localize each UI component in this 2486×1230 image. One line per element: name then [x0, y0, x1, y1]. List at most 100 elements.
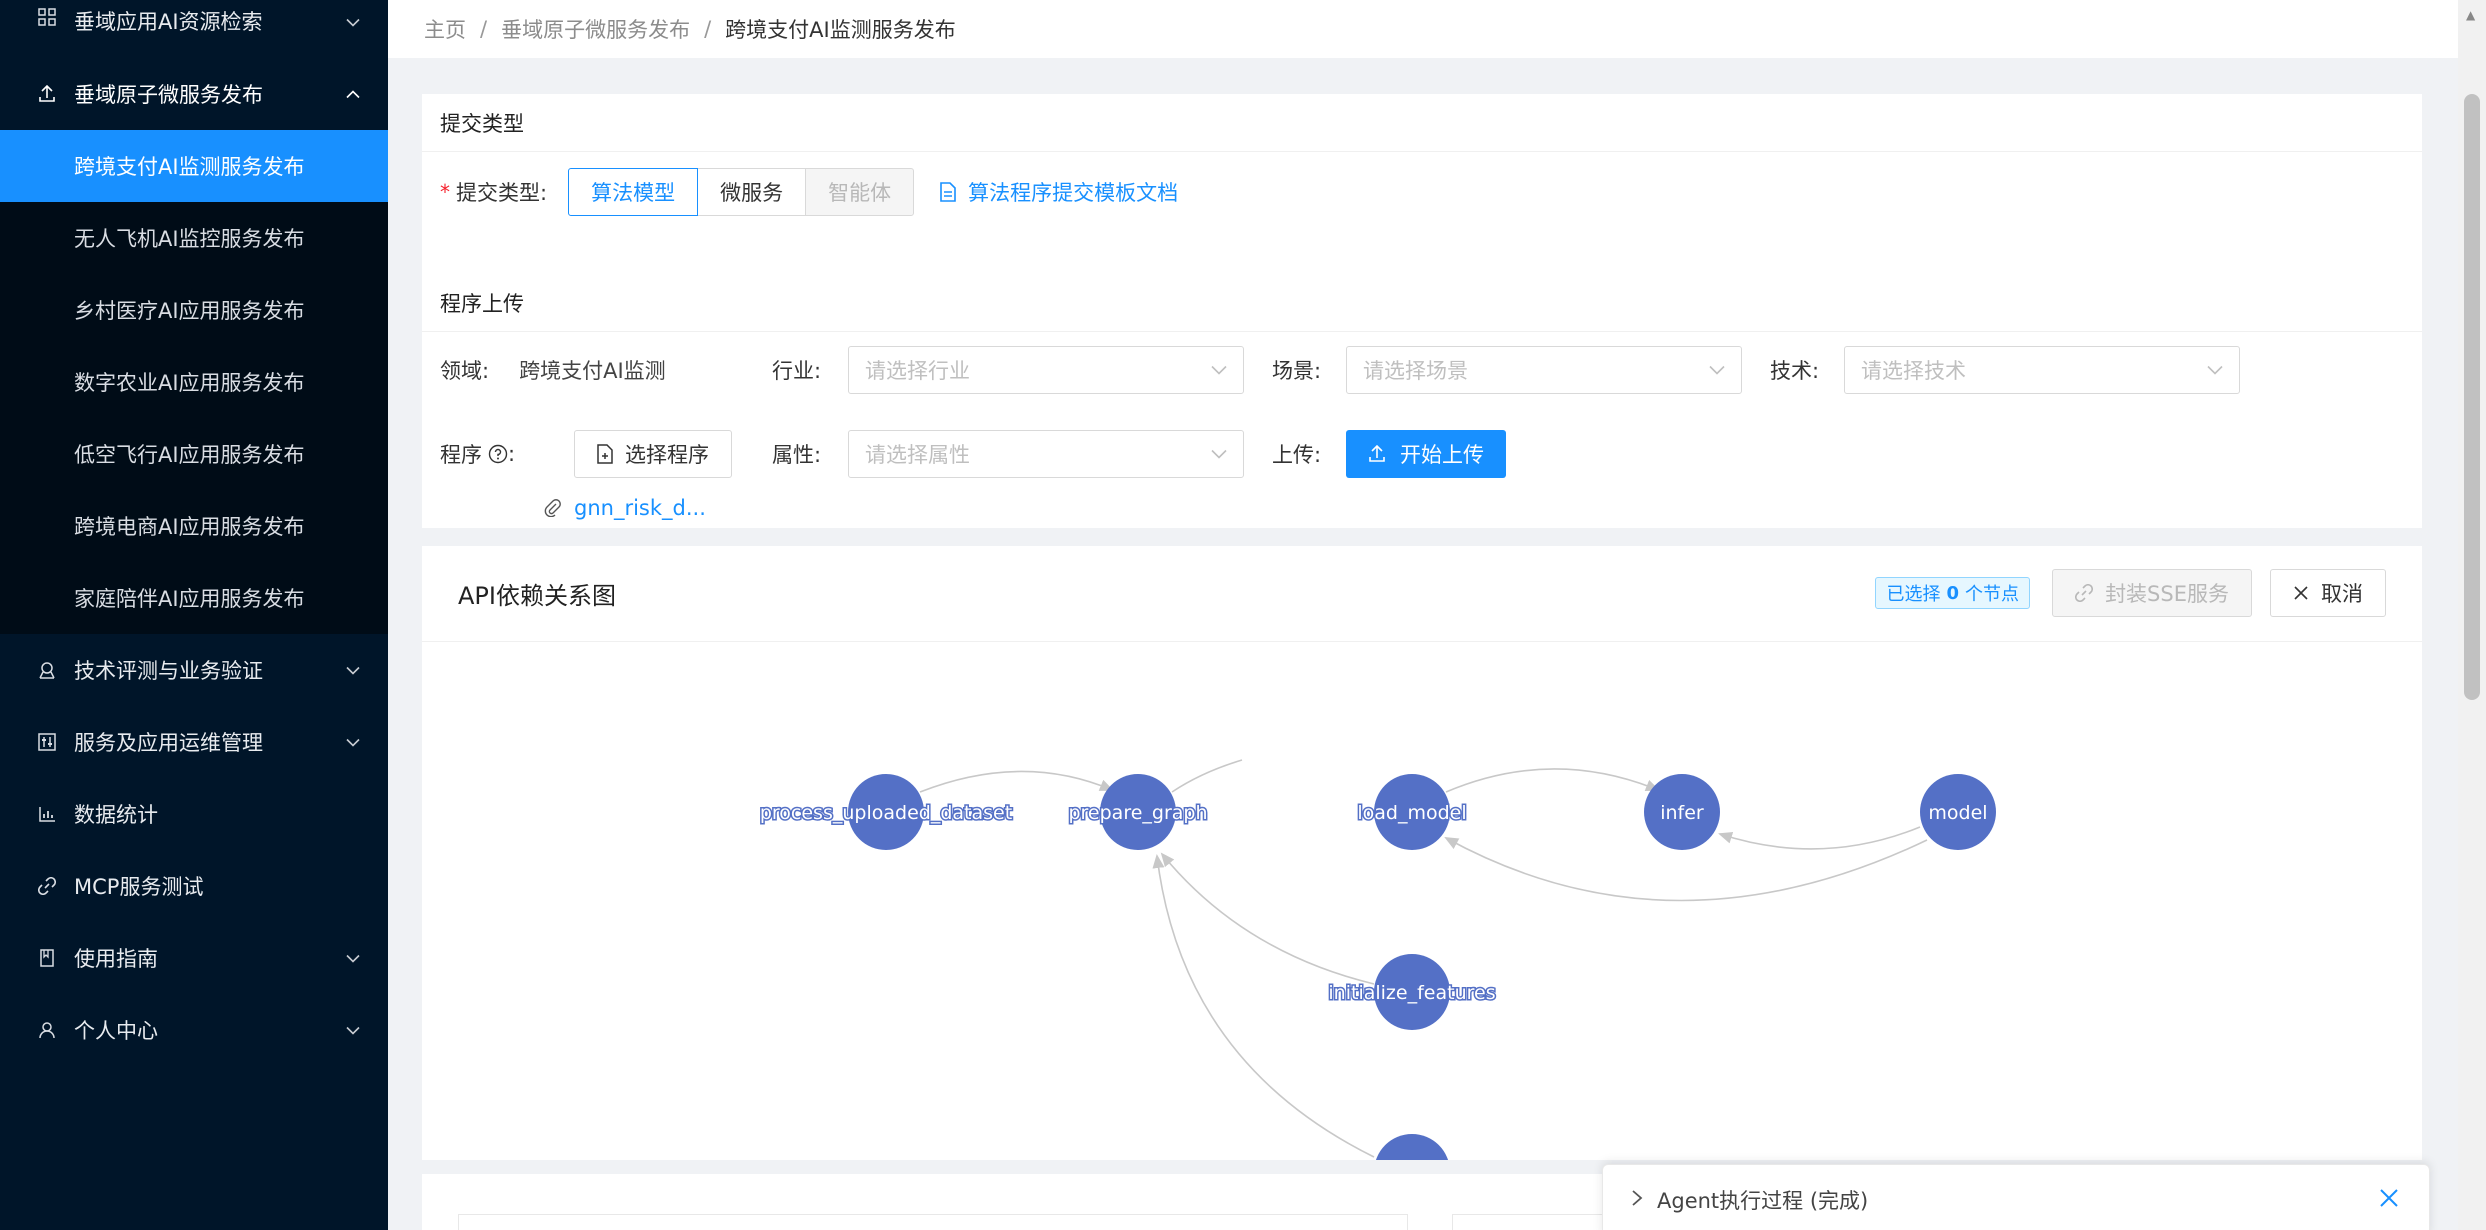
graph-node-circle[interactable] — [1374, 954, 1450, 1030]
sidebar-item-stats[interactable]: 数据统计 — [0, 778, 388, 850]
sidebar-subitem-cross-border-payment[interactable]: 跨境支付AI监测服务发布 — [0, 130, 388, 202]
agent-process-panel[interactable]: Agent执行过程 (完成) — [1602, 1164, 2430, 1230]
file-add-icon — [597, 444, 613, 464]
sidebar-item-ai-resource-search[interactable]: 垂域应用AI资源检索 — [0, 0, 388, 44]
attr-label: 属性: — [772, 443, 822, 467]
graph-node-circle[interactable] — [1374, 774, 1450, 850]
domain-value: 跨境支付AI监测 — [519, 359, 666, 383]
graph-node-process-uploaded-dataset[interactable]: process_uploaded_dataset — [758, 774, 1014, 850]
chevron-down-icon — [1709, 361, 1725, 380]
wrap-sse-label: 封装SSE服务 — [2105, 582, 2229, 606]
tech-placeholder: 请选择技术 — [1861, 359, 1966, 383]
sidebar-subitem-drone[interactable]: 无人飞机AI监控服务发布 — [74, 227, 305, 251]
breadcrumb-parent[interactable]: 垂域原子微服务发布 — [501, 18, 691, 42]
choose-program-button[interactable]: 选择程序 — [574, 430, 732, 478]
breadcrumb-home[interactable]: 主页 — [424, 18, 466, 42]
cancel-button[interactable]: 取消 — [2270, 569, 2386, 617]
graph-node-edge-initialize-features[interactable]: edge_initialize_features — [1300, 1134, 1524, 1160]
edge-edgeinit-to-prepare — [1152, 854, 1375, 1158]
sidebar-item-label: 数据统计 — [74, 803, 158, 827]
sidebar-subitem-low-altitude[interactable]: 低空飞行AI应用服务发布 — [74, 443, 305, 467]
sidebar-item-label: 服务及应用运维管理 — [74, 731, 263, 755]
scroll-up-arrow-icon[interactable]: ▲ — [2466, 8, 2476, 22]
graph-node-label: infer — [1660, 802, 1704, 824]
submit-type-algorithm-model[interactable]: 算法模型 — [568, 168, 699, 216]
upload-section: 程序上传 领域: 跨境支付AI监测 行业: 请选择行业 场景: 请选择场景 技术… — [422, 274, 2422, 520]
tech-select[interactable]: 请选择技术 — [1844, 346, 2240, 394]
sidebar-subitem-rural-medical[interactable]: 乡村医疗AI应用服务发布 — [74, 299, 305, 323]
sidebar-item-mcp-test[interactable]: MCP服务测试 — [0, 850, 388, 922]
close-icon[interactable] — [2379, 1185, 2399, 1215]
template-doc-link[interactable]: 算法程序提交模板文档 — [940, 177, 1178, 207]
graph-node-label: model — [1928, 802, 1987, 824]
chevron-down-icon — [346, 733, 360, 752]
start-upload-button[interactable]: 开始上传 — [1346, 430, 1506, 478]
graph-node-circle[interactable] — [848, 774, 924, 850]
sidebar-item-ops[interactable]: 服务及应用运维管理 — [0, 706, 388, 778]
api-dependency-graph[interactable]: process_uploaded_dataset prepare_graph loa… — [422, 642, 2422, 1160]
graph-node-model[interactable]: model — [1920, 774, 1996, 850]
close-icon — [2293, 585, 2309, 601]
link-icon — [2075, 584, 2094, 602]
breadcrumb-separator: / — [480, 17, 488, 41]
graph-node-circle[interactable] — [1644, 774, 1720, 850]
submit-type-row: * 提交类型: 算法模型 微服务 智能体 算法程序提交模板文档 — [440, 168, 1178, 216]
attr-select[interactable]: 请选择属性 — [848, 430, 1244, 478]
edge-stub-prepare-out — [1171, 759, 1243, 793]
submit-type-agent: 智能体 — [805, 168, 915, 216]
chevron-down-icon — [346, 661, 360, 680]
sidebar-item-atomic-service-publish[interactable]: 垂域原子微服务发布 — [0, 58, 388, 130]
lower-card-panel-left — [458, 1214, 1408, 1230]
graph-node-circle[interactable] — [1100, 774, 1176, 850]
sidebar: 垂域应用AI资源检索 垂域原子微服务发布 跨境支付AI监测服务发布 无人飞机AI… — [0, 0, 388, 1230]
uploaded-file-link[interactable]: gnn_risk_d... — [544, 496, 706, 520]
edge-model-to-load — [1444, 837, 1928, 902]
graph-node-label: process_uploaded_dataset — [760, 802, 1012, 824]
graph-node-prepare-graph[interactable]: prepare_graph — [1067, 774, 1209, 850]
sidebar-item-label: 垂域应用AI资源检索 — [74, 10, 263, 34]
help-circle-icon[interactable] — [488, 444, 508, 464]
program-colon: : — [508, 442, 516, 466]
industry-select[interactable]: 请选择行业 — [848, 346, 1244, 394]
chevron-up-icon — [346, 85, 360, 104]
control-panel-icon — [36, 731, 58, 753]
selected-prefix: 已选择 — [1886, 584, 1941, 605]
cancel-label: 取消 — [2321, 582, 2363, 606]
graph-node-circle[interactable] — [1374, 1134, 1450, 1160]
chevron-down-icon — [2207, 361, 2223, 380]
program-label: 程序 — [440, 443, 482, 467]
graph-node-circle[interactable] — [1920, 774, 1996, 850]
sidebar-item-guide[interactable]: 使用指南 — [0, 922, 388, 994]
graph-node-label: prepare_graph — [1068, 802, 1207, 824]
submit-type-microservice[interactable]: 微服务 — [697, 168, 807, 216]
user-icon — [36, 1019, 58, 1041]
chevron-right-icon[interactable] — [1631, 1188, 1643, 1212]
page-scrollbar[interactable]: ▲ — [2458, 0, 2486, 1230]
scene-placeholder: 请选择场景 — [1363, 359, 1468, 383]
scrollbar-thumb[interactable] — [2464, 94, 2480, 700]
sidebar-subitem-digital-agriculture[interactable]: 数字农业AI应用服务发布 — [74, 371, 305, 395]
main-content: 主页 / 垂域原子微服务发布 / 跨境支付AI监测服务发布 提交类型 * 提交类… — [388, 0, 2458, 1230]
chevron-down-icon — [346, 1021, 360, 1040]
agent-process-label: Agent执行过程 (完成) — [1657, 1189, 1869, 1213]
chevron-down-icon — [1211, 445, 1227, 464]
graph-node-label: load_model — [1357, 802, 1466, 824]
selected-suffix: 个节点 — [1965, 584, 2019, 605]
submit-type-label: 提交类型: — [456, 181, 548, 205]
graph-edges — [919, 759, 1928, 1158]
chevron-down-icon — [346, 13, 360, 32]
graph-node-load-model[interactable]: load_model — [1356, 774, 1468, 850]
upload-icon — [1368, 445, 1386, 463]
scene-select[interactable]: 请选择场景 — [1346, 346, 1742, 394]
sidebar-subitem-cross-border-ecommerce[interactable]: 跨境电商AI应用服务发布 — [74, 515, 305, 539]
required-mark: * — [440, 180, 450, 204]
graph-node-label: initialize_features — [1328, 982, 1495, 1004]
choose-program-label: 选择程序 — [625, 443, 709, 467]
bar-chart-icon — [36, 803, 58, 825]
graph-node-infer[interactable]: infer — [1644, 774, 1720, 850]
graph-node-initialize-features[interactable]: initialize_features — [1327, 954, 1497, 1030]
sidebar-subitem-family-companion[interactable]: 家庭陪伴AI应用服务发布 — [74, 587, 305, 611]
sidebar-item-profile[interactable]: 个人中心 — [0, 994, 388, 1066]
api-graph-card: API依赖关系图 已选择 0 个节点 封装SSE服务 取消 — [422, 546, 2422, 1160]
sidebar-item-tech-eval[interactable]: 技术评测与业务验证 — [0, 634, 388, 706]
